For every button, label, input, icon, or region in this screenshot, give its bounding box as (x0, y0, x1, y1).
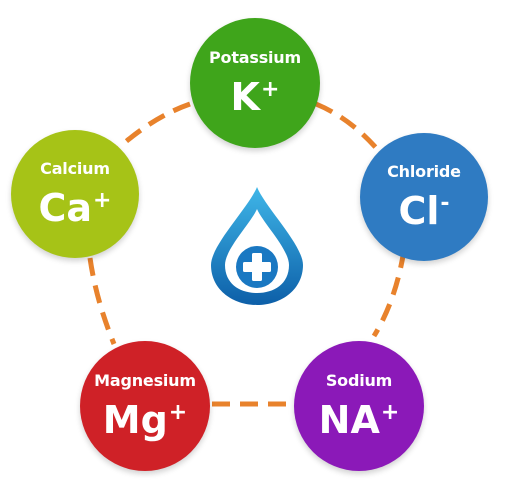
sodium-name: Sodium (325, 370, 393, 390)
potassium-element: K (230, 74, 260, 119)
calcium-charge: + (93, 187, 112, 213)
sodium-symbol: NA+ (319, 392, 400, 441)
potassium-charge: + (261, 76, 280, 102)
sodium-node: Sodium NA+ (294, 341, 424, 471)
chloride-node: Chloride Cl- (360, 133, 488, 261)
calcium-symbol: Ca+ (39, 180, 112, 229)
connector-potassium-chloride (315, 101, 380, 152)
connector-potassium-calcium (110, 101, 191, 156)
calcium-element: Ca (38, 185, 93, 230)
potassium-symbol: K+ (231, 69, 280, 118)
calcium-node: Calcium Ca+ (11, 130, 139, 258)
potassium-name: Potassium (209, 47, 301, 67)
chloride-symbol: Cl- (398, 183, 449, 232)
sodium-element: NA (318, 397, 380, 442)
magnesium-symbol: Mg+ (103, 392, 187, 441)
magnesium-name: Magnesium (94, 370, 196, 390)
magnesium-element: Mg (102, 397, 168, 442)
calcium-name: Calcium (40, 158, 110, 178)
sodium-charge: + (380, 399, 400, 425)
chloride-element: Cl (398, 188, 440, 233)
magnesium-node: Magnesium Mg+ (80, 341, 210, 471)
chloride-name: Chloride (387, 161, 461, 181)
potassium-node: Potassium K+ (190, 18, 320, 148)
connector-chloride-sodium (371, 249, 407, 338)
magnesium-charge: + (168, 399, 188, 425)
water-drop-plus-icon (211, 187, 303, 305)
chloride-charge: - (440, 190, 450, 216)
connector-calcium-magnesium (87, 257, 117, 345)
